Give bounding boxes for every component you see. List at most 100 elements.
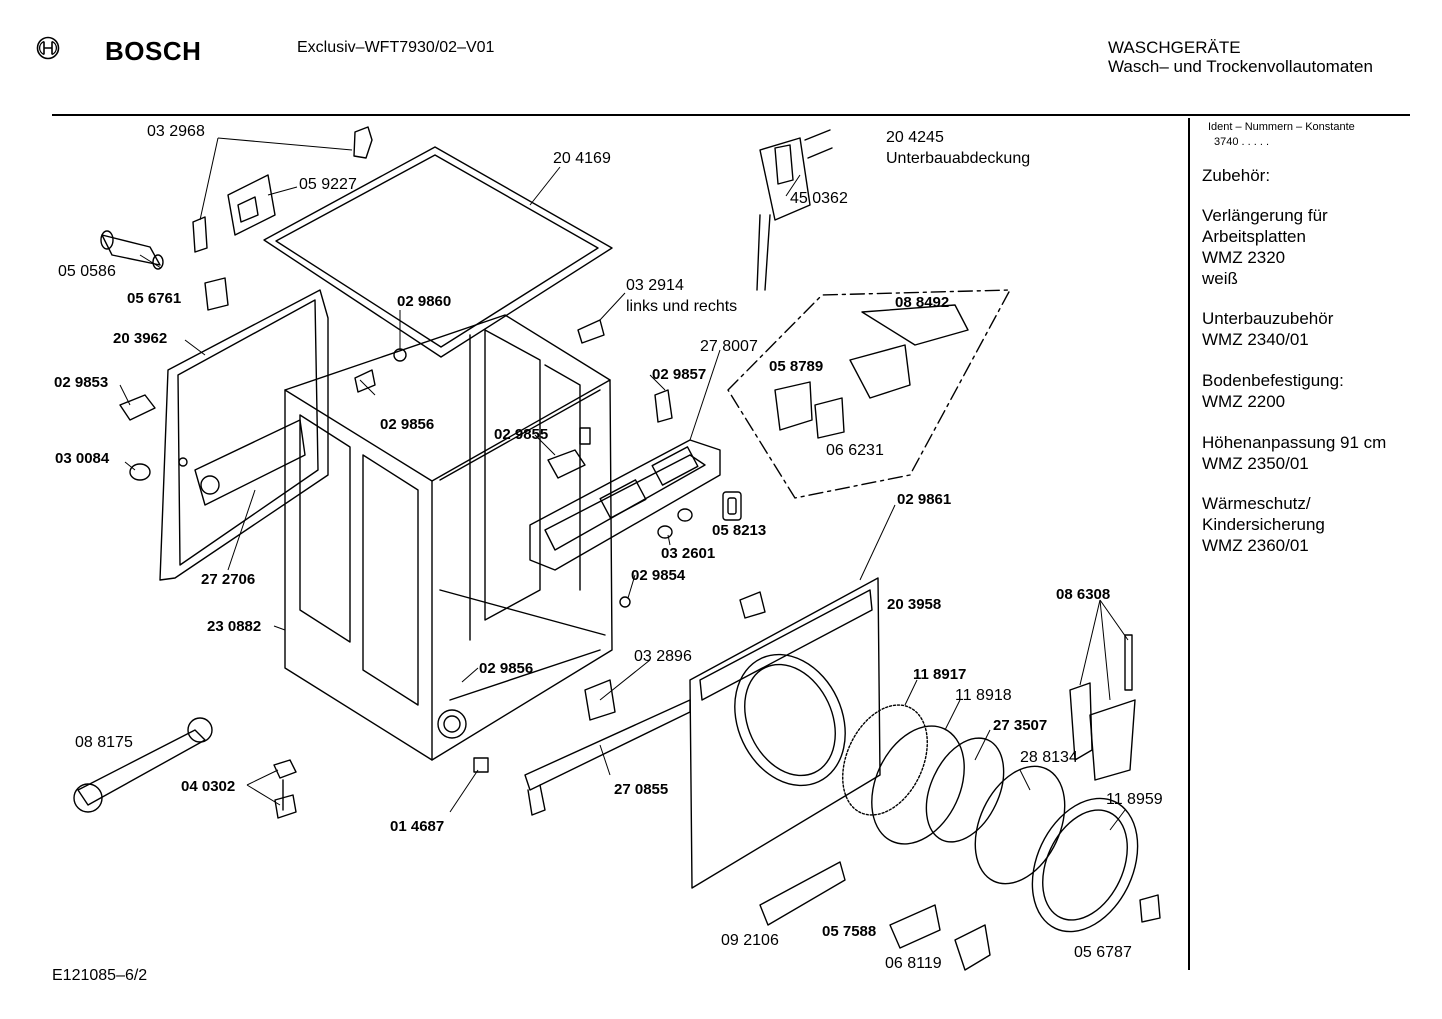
part-label: 02 9856 bbox=[380, 416, 435, 433]
part-label: 05 8789 bbox=[769, 358, 824, 375]
part-label: 08 8492 bbox=[895, 294, 950, 311]
part-label: 28 8134 bbox=[1020, 749, 1078, 766]
relay-module bbox=[774, 381, 813, 431]
part-label: 05 9227 bbox=[299, 176, 357, 193]
part-label: 20 3958 bbox=[887, 596, 942, 613]
accessory-line: WMZ 2200 bbox=[1202, 392, 1286, 411]
category-title: WASCHGERÄTE bbox=[1108, 38, 1241, 57]
part-label: 11 8918 bbox=[955, 687, 1012, 704]
accessory-item: Unterbauzubehör WMZ 2340/01 bbox=[1202, 308, 1333, 350]
lever bbox=[547, 449, 586, 479]
cabinet-housing bbox=[284, 314, 613, 761]
door-glass-inner bbox=[974, 765, 1066, 885]
ident-title: Ident – Nummern – Konstante bbox=[1208, 121, 1355, 133]
door-outer-ring bbox=[1031, 797, 1139, 933]
kickboard-strip bbox=[524, 699, 691, 816]
part-label: 27 8007 bbox=[700, 338, 758, 355]
part-label: 02 9860 bbox=[397, 293, 452, 310]
part-label: 27 0855 bbox=[614, 781, 669, 798]
clip-small bbox=[579, 427, 591, 445]
part-label: 11 8959 bbox=[1106, 791, 1163, 808]
part-label: links und rechts bbox=[626, 298, 738, 315]
holder bbox=[577, 319, 605, 344]
accessory-line: Höhenanpassung 91 cm bbox=[1202, 433, 1387, 452]
part-label: 03 0084 bbox=[55, 450, 110, 467]
door-glass bbox=[925, 737, 1005, 843]
category-subtitle: Wasch– und Trockenvollautomaten bbox=[1108, 57, 1373, 76]
rear-panel bbox=[159, 289, 329, 581]
top-cover-plate bbox=[263, 146, 613, 358]
door-seal-ring bbox=[842, 704, 928, 816]
part-label: 03 2914 bbox=[626, 277, 684, 294]
accessory-line: Wärmeschutz/ bbox=[1202, 494, 1311, 513]
drawing-number: E121085–6/2 bbox=[52, 967, 148, 984]
clip-square bbox=[473, 757, 489, 773]
part-label: 02 9856 bbox=[479, 660, 534, 677]
accessory-line: WMZ 2320 bbox=[1202, 248, 1286, 267]
accessory-line: Verlängerung für bbox=[1202, 206, 1328, 225]
part-label: 23 0882 bbox=[207, 618, 262, 635]
accessory-item: Bodenbefestigung: WMZ 2200 bbox=[1202, 370, 1344, 412]
exploded-view-diagram bbox=[73, 126, 1161, 971]
electronic-module bbox=[227, 174, 276, 236]
part-label: 03 2896 bbox=[634, 648, 692, 665]
part-label: 02 9855 bbox=[494, 426, 549, 443]
part-label: 08 6308 bbox=[1056, 586, 1111, 603]
door-handle bbox=[759, 861, 846, 926]
part-label: 05 6761 bbox=[127, 290, 182, 307]
part-label: 06 8119 bbox=[885, 955, 942, 972]
accessory-line: Arbeitsplatten bbox=[1202, 227, 1306, 246]
cover-plate bbox=[861, 304, 969, 346]
part-label: 02 9857 bbox=[652, 366, 707, 383]
part-label: 20 3962 bbox=[113, 330, 168, 347]
part-label: 05 8213 bbox=[712, 522, 767, 539]
accessory-line: weiß bbox=[1202, 269, 1238, 288]
part-label: 20 4245 bbox=[886, 129, 944, 146]
accessory-line: Unterbauzubehör bbox=[1202, 309, 1334, 328]
accessory-item: Verlängerung für Arbeitsplatten WMZ 2320… bbox=[1202, 205, 1328, 289]
part-label: 09 2106 bbox=[721, 932, 779, 949]
part-label: 03 2968 bbox=[147, 123, 205, 140]
part-label: 06 6231 bbox=[826, 442, 884, 459]
clamp bbox=[119, 394, 156, 421]
switch-clip bbox=[204, 277, 229, 311]
bracket-clip bbox=[354, 369, 376, 393]
door-inner-frame bbox=[871, 725, 965, 845]
part-label: 20 4169 bbox=[553, 150, 611, 167]
part-label: 05 6787 bbox=[1074, 944, 1132, 961]
model-number: Exclusiv–WFT7930/02–V01 bbox=[297, 39, 495, 56]
module-group-outline bbox=[727, 289, 1011, 499]
part-label: 04 0302 bbox=[181, 778, 236, 795]
part-label: 27 3507 bbox=[993, 717, 1048, 734]
part-label: 02 9854 bbox=[631, 567, 686, 584]
bolt-and-nut bbox=[273, 759, 297, 819]
filter-cartridge bbox=[100, 230, 164, 270]
indicator-frame bbox=[722, 491, 742, 521]
header-divider bbox=[52, 114, 1410, 116]
front-panel bbox=[689, 577, 881, 889]
accessory-line: Bodenbefestigung: bbox=[1202, 371, 1344, 390]
accessories-heading: Zubehör: bbox=[1202, 166, 1271, 185]
part-label: 11 8917 bbox=[913, 666, 967, 683]
accessory-line: WMZ 2360/01 bbox=[1202, 536, 1309, 555]
accessory-item: Wärmeschutz/ Kindersicherung WMZ 2360/01 bbox=[1202, 493, 1325, 556]
leader-lines bbox=[119, 137, 1129, 831]
part-label: 27 2706 bbox=[201, 571, 256, 588]
part-label: 05 7588 bbox=[822, 923, 877, 940]
knob bbox=[129, 463, 151, 481]
sidebar-divider bbox=[1188, 118, 1190, 970]
lock-plate bbox=[889, 904, 941, 949]
contactor bbox=[849, 344, 911, 399]
accessory-line: WMZ 2340/01 bbox=[1202, 330, 1309, 349]
accessory-item: Höhenanpassung 91 cm WMZ 2350/01 bbox=[1202, 432, 1386, 474]
part-label: 03 2601 bbox=[661, 545, 716, 562]
part-label: 02 9861 bbox=[897, 491, 952, 508]
hinge-clip bbox=[353, 126, 373, 159]
bracket bbox=[192, 216, 208, 253]
foot-cap bbox=[1139, 894, 1161, 923]
part-label: 05 0586 bbox=[58, 263, 116, 280]
ident-value: 3740 . . . . . bbox=[1214, 136, 1270, 148]
part-label: 08 8175 bbox=[75, 734, 133, 751]
wrench-tool bbox=[73, 717, 213, 813]
door-catch bbox=[584, 679, 616, 721]
